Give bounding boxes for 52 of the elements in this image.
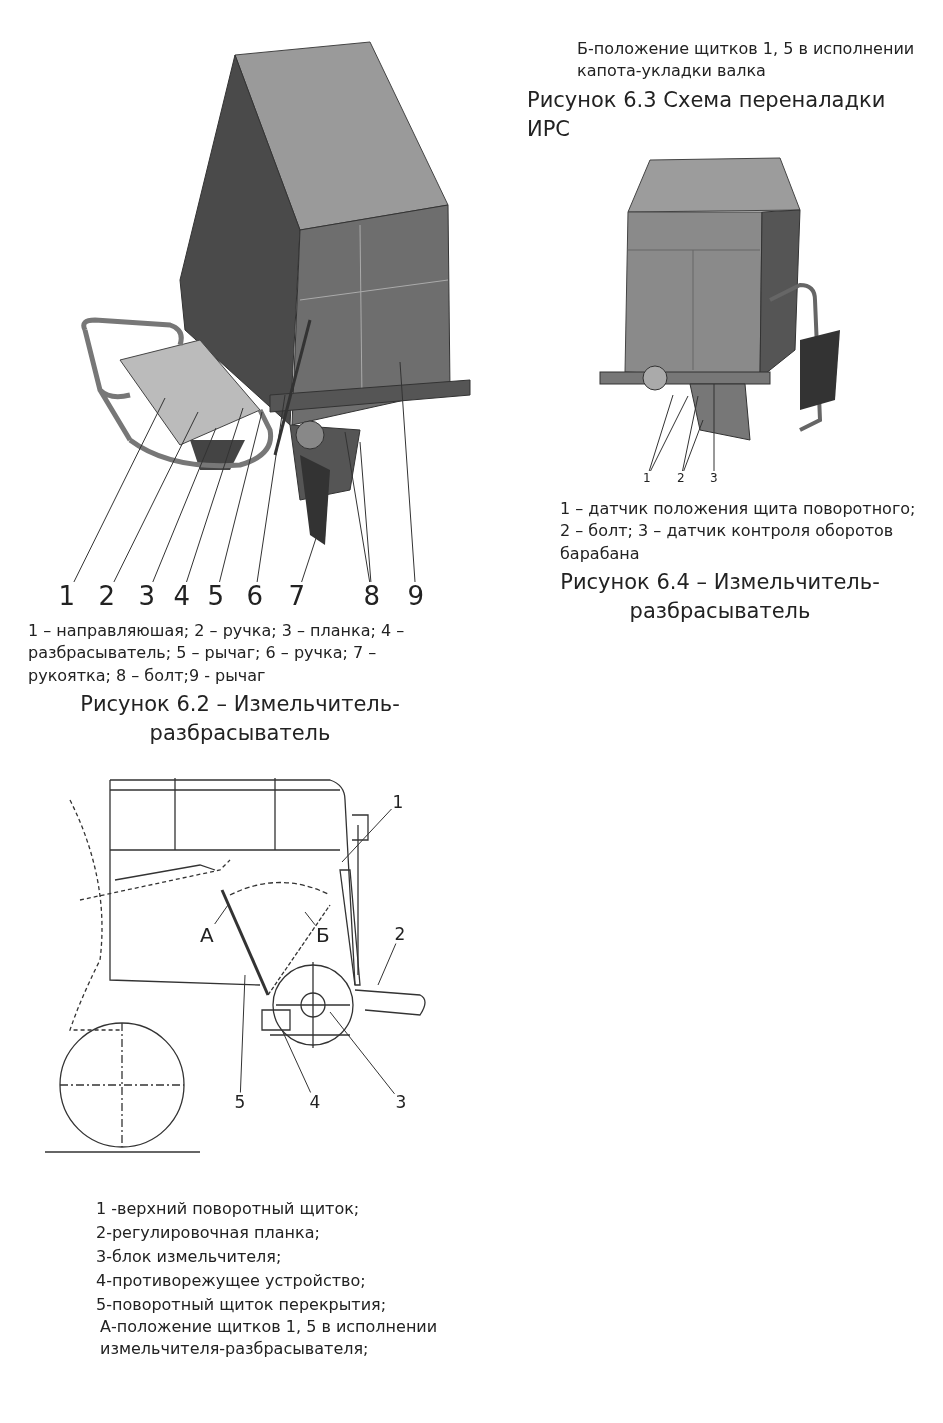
legend-item: 2-регулировочная планка; [96,1222,321,1244]
leader-line [281,1029,312,1093]
callout-number: 2 [394,925,406,943]
leader-line [682,395,699,472]
leader-line [648,394,674,472]
parts-legend: 1 – датчик положения щита поворотного; 2 – болт; 3 – датчик контроля оборотов барабана [560,498,930,566]
legend-item: 3-блок измельчителя; [96,1246,283,1268]
callout-number: 4 [309,1093,321,1111]
leader-line [650,395,689,472]
leader-line [186,407,244,583]
legend-item: 1 -верхний поворотный щиток; [96,1198,361,1220]
callout-number: А [200,925,214,945]
callout-number: 1 [643,472,651,484]
callout-number: 3 [395,1093,407,1111]
note: Б-положение щитков 1, 5 в исполнении капота-укладки валка [577,38,916,83]
legend-item: А-положение щитков 1, 5 в исполнении измельчителя-разбрасывателя; [100,1316,439,1361]
callout-number: 9 [407,583,425,609]
leader-line [683,419,704,472]
leader-line [152,427,217,583]
leader-line [713,383,715,472]
callout-number: Б [316,925,330,945]
leader-line [399,361,416,583]
leader-line [344,431,371,583]
legend-item: 4-противорежущее устройство; [96,1270,367,1292]
callout-number: 3 [138,583,156,609]
leader-line [359,441,372,583]
leader-line [239,974,246,1093]
callout-number: 2 [98,583,116,609]
callout-number: 4 [173,583,191,609]
figure-caption: Рисунок 6.4 – Измельчитель-разбрасыватель [560,569,880,626]
figure-caption: Рисунок 6.2 – Измельчитель-разбрасыватель [79,691,401,748]
legend-item: 5-поворотный щиток перекрытия; [96,1294,388,1316]
leader-line [214,904,229,925]
parts-legend: 1 – направляюшая; 2 – ручка; 3 – планка; 4 – разбрасыватель; 5 – рычаг; 6 – ручка; 7 – рукоятка; 8 – болт;9 - рычаг [28,620,448,688]
leader-line [219,411,263,583]
callout-number: 8 [363,583,381,609]
callout-number: 1 [58,583,76,609]
leader-line [329,1011,395,1095]
leader-line [304,911,316,926]
callout-number: 5 [207,583,225,609]
leader-line [341,808,392,863]
callout-number: 1 [392,793,404,811]
leader-line [256,394,286,583]
leader-line [113,411,199,583]
callout-number: 2 [677,472,685,484]
figure-caption: Рисунок 6.3 Схема переналадки ИРС [527,87,887,144]
callout-number: 3 [710,472,718,484]
callout-number: 5 [234,1093,246,1111]
leader-line [73,397,166,583]
callout-number: 6 [246,583,264,609]
leader-line [377,943,397,986]
callout-number: 7 [288,583,306,609]
